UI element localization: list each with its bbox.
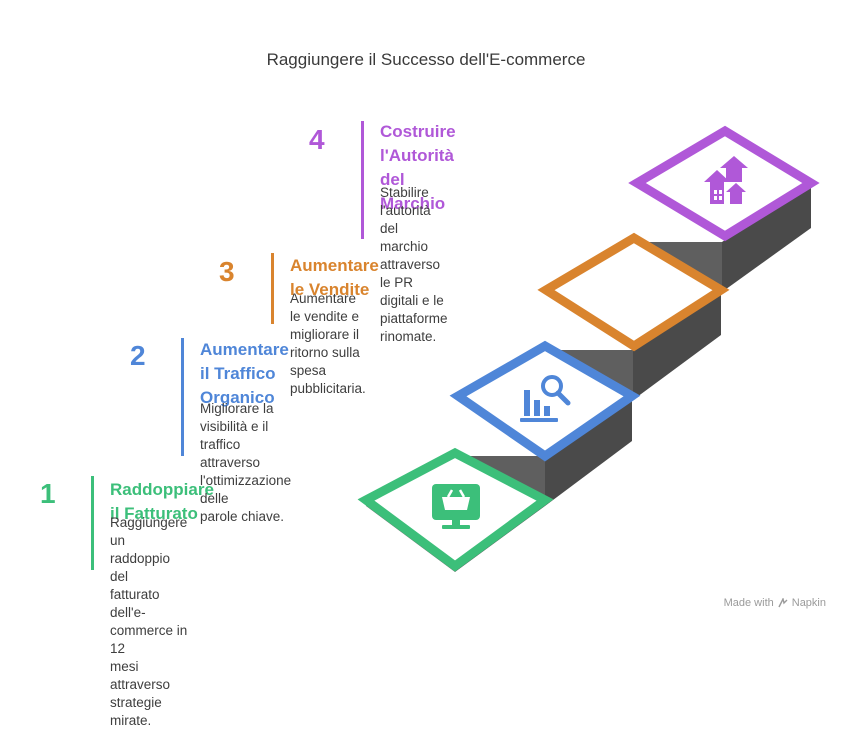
step-description: Migliorare la visibilità e il traffico a… xyxy=(200,401,292,524)
step-number: 3 xyxy=(219,256,235,287)
stair-block-4-side xyxy=(722,183,811,292)
napkin-logo-icon xyxy=(778,598,788,608)
chart-search-icon xyxy=(520,375,571,422)
stair-block-3-side xyxy=(633,290,721,400)
step-title: Aumentare il Traffico Organico xyxy=(200,340,289,407)
step-title: Raddoppiare il Fatturato xyxy=(110,480,214,523)
step-divider xyxy=(271,253,274,324)
step-number: 2 xyxy=(130,340,146,371)
monitor-basket-icon xyxy=(432,484,480,529)
stair-top-3 xyxy=(537,232,730,352)
brand-label: Napkin xyxy=(791,597,826,609)
step-divider xyxy=(361,121,364,239)
step-divider xyxy=(181,338,184,456)
step-number: 1 xyxy=(40,478,56,509)
house-arrows-up-icon xyxy=(704,156,748,204)
step-title: Aumentare le Vendite xyxy=(290,256,379,299)
made-with-label: Made with xyxy=(723,597,774,609)
napkin-watermark: Made with Napkin xyxy=(724,597,826,609)
step-divider xyxy=(91,476,94,570)
step-description: Stabilire l'autorità del marchio attrave… xyxy=(380,185,448,344)
stair-block-2-side xyxy=(545,396,632,506)
staircase-illustration xyxy=(357,125,820,572)
page-title: Raggiungere il Successo dell'E-commerce xyxy=(266,50,586,69)
step-title: Costruire l'Autorità del Marchio xyxy=(380,122,456,213)
stair-top-2 xyxy=(449,340,641,462)
step-description: Aumentare le vendite e migliorare il rit… xyxy=(290,291,366,396)
step-number: 4 xyxy=(309,124,325,155)
